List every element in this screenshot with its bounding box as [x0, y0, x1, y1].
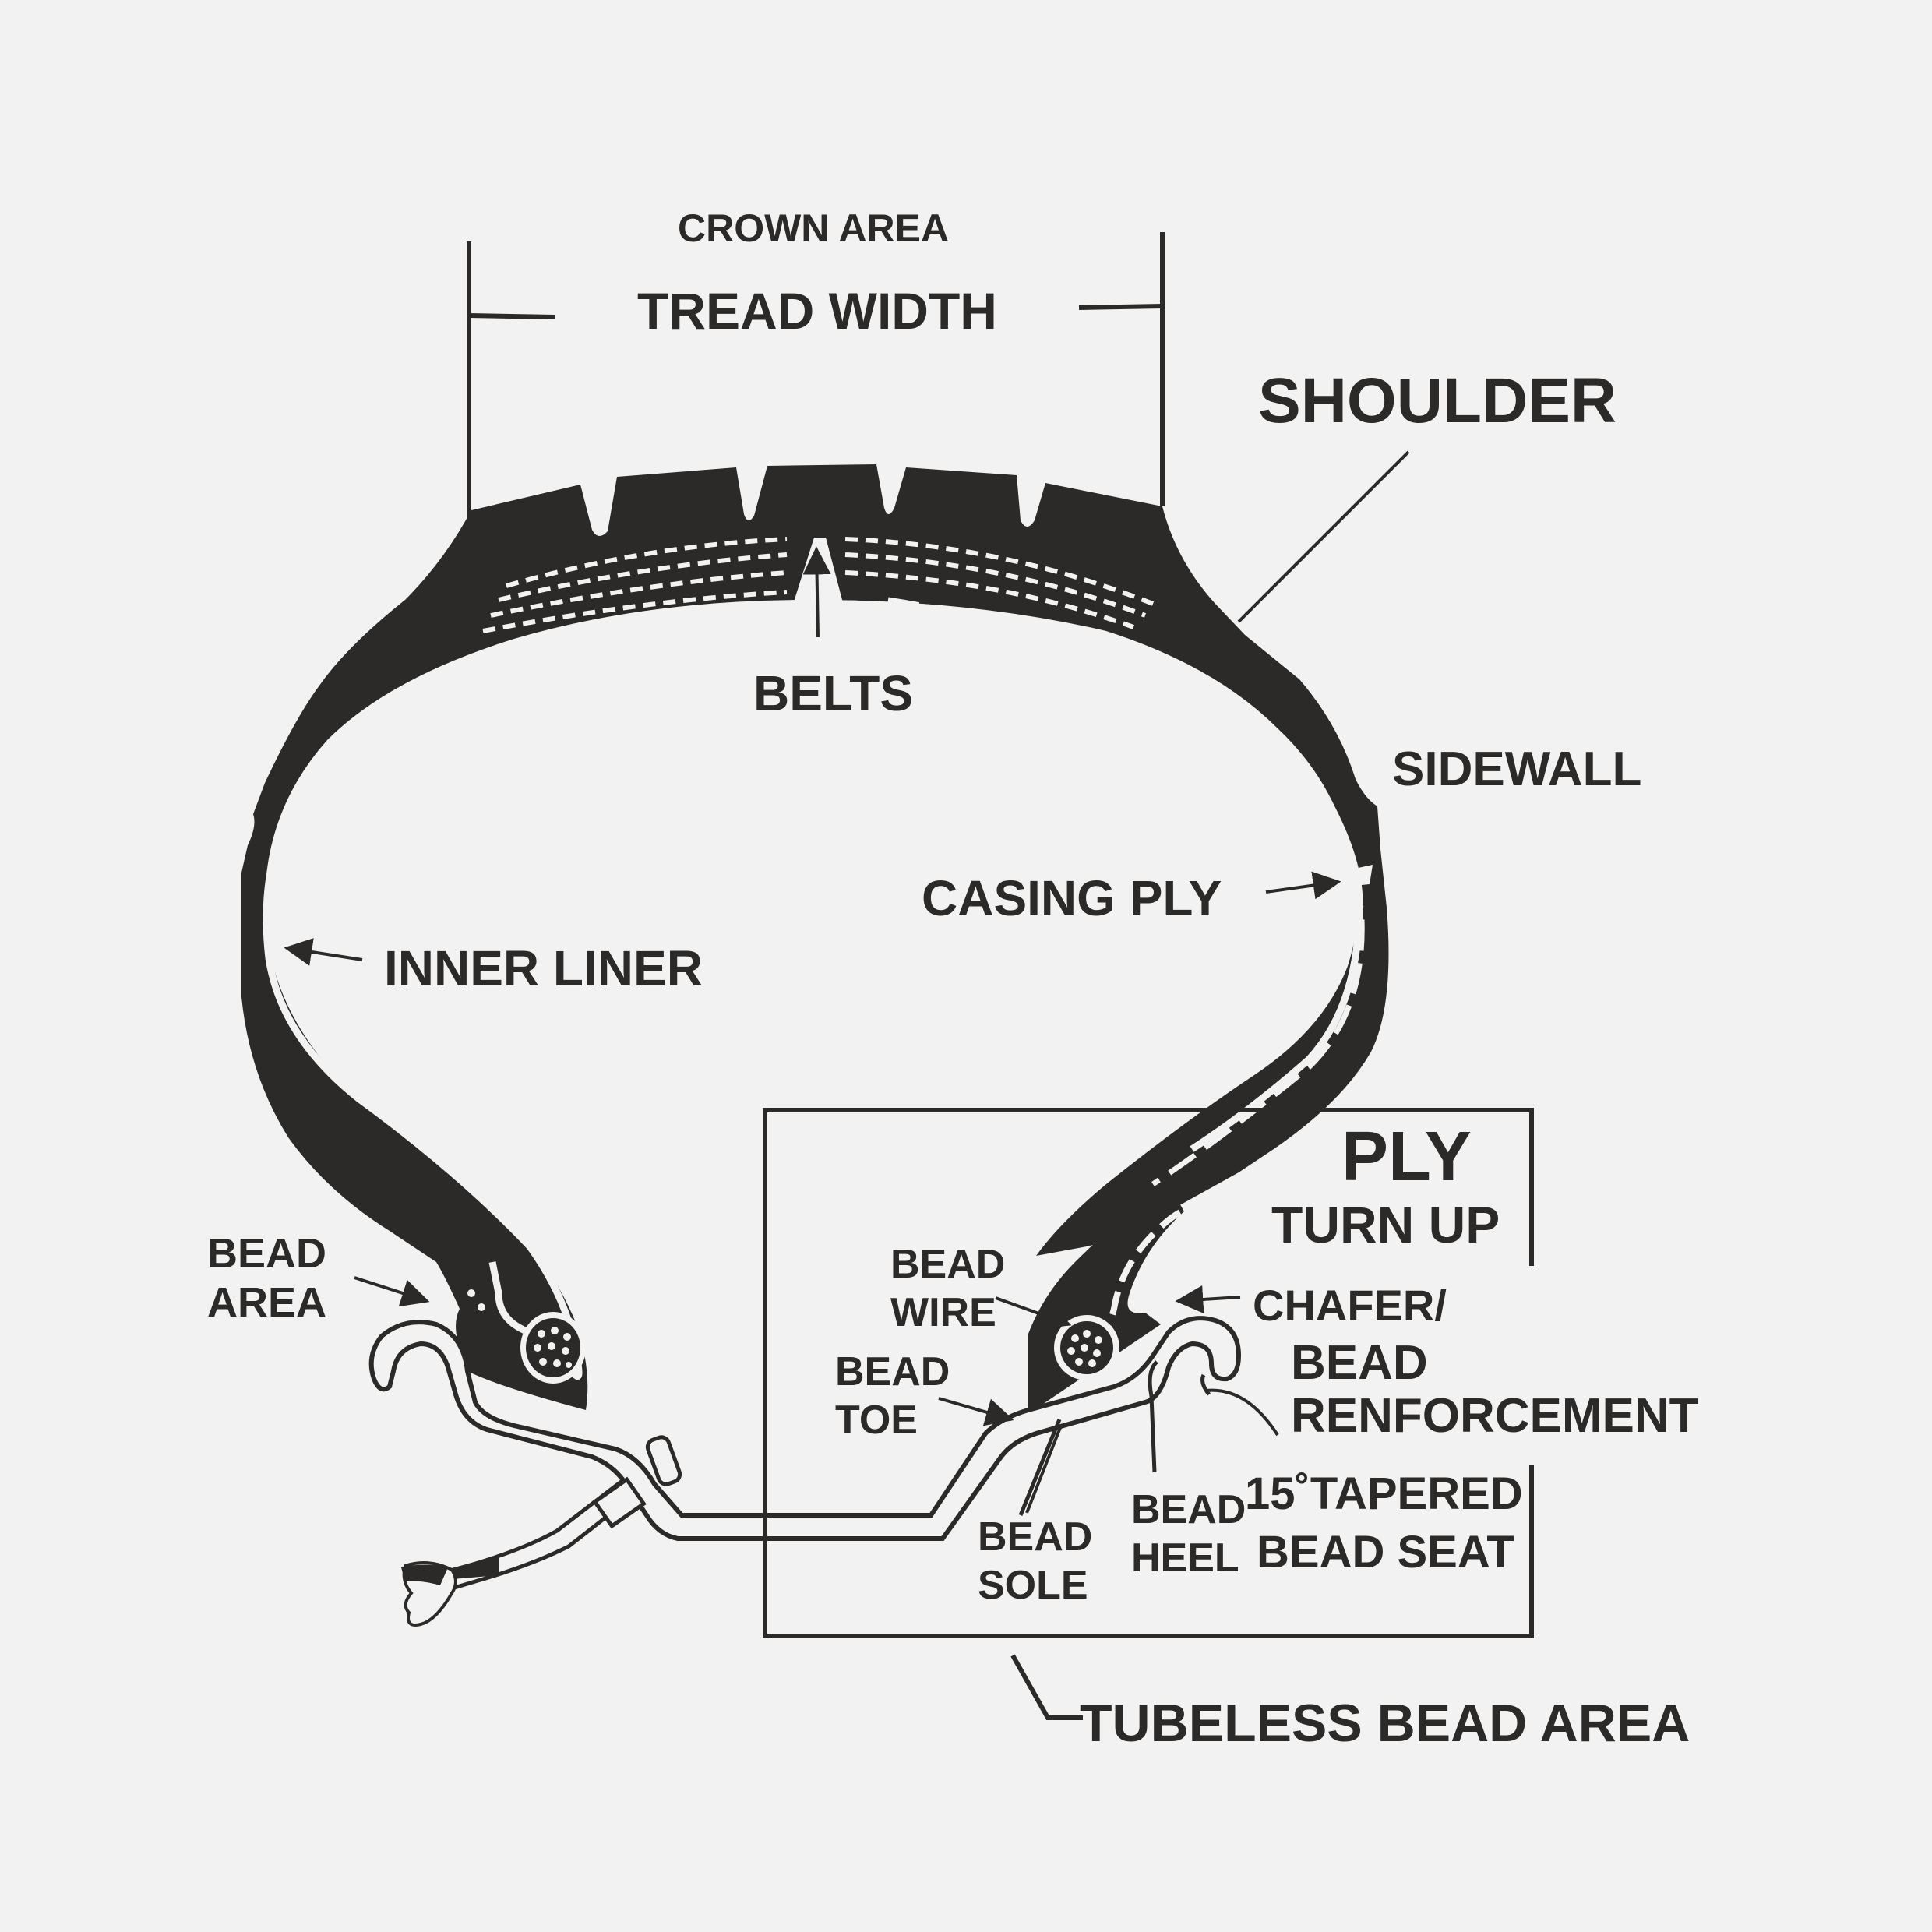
bead-toe-label-line1: BEAD	[835, 1349, 950, 1394]
crown-area-label: CROWN AREA	[678, 206, 949, 250]
bead-sole-label-line1: BEAD	[978, 1514, 1092, 1560]
rim-detail-lines	[1018, 1360, 1211, 1516]
bead-heel-label-line2: HEEL	[1131, 1535, 1239, 1581]
bead-wire-label-line1: BEAD	[890, 1242, 1005, 1287]
bead-wire-right	[1054, 1315, 1119, 1380]
shoulder-label: SHOULDER	[1258, 365, 1616, 436]
tubeless-bead-area-label: TUBELESS BEAD AREA	[1080, 1694, 1690, 1753]
tubeless-bead-area-box	[763, 1108, 1534, 1720]
inner-liner-label: INNER LINER	[384, 940, 703, 996]
casing-ply-marker	[1344, 865, 1373, 887]
tapered-bead-seat-label-line1: 15˚TAPERED	[1245, 1468, 1523, 1519]
tapered-bead-seat-label-line2: BEAD SEAT	[1257, 1527, 1514, 1578]
bead-area-label-line2: AREA	[207, 1279, 326, 1326]
tread-width-dimension	[467, 232, 1165, 518]
bead-toe-label-line2: TOE	[835, 1398, 918, 1443]
turn-up-label: TURN UP	[1271, 1196, 1500, 1253]
sidewall-label: SIDEWALL	[1392, 742, 1641, 796]
bead-wire-label-line2: WIRE	[890, 1290, 996, 1335]
chafer-label-line1: CHAFER/	[1253, 1281, 1447, 1330]
bead-area-label-line1: BEAD	[207, 1230, 326, 1277]
valve-stem	[401, 1435, 682, 1627]
wheel-rim	[368, 1316, 1242, 1541]
bead-wire-left	[467, 1289, 586, 1384]
belts-layers	[482, 537, 1155, 633]
bead-heel-label-line1: BEAD	[1131, 1487, 1246, 1532]
chafer-label-line3: RENFORCEMENT	[1291, 1389, 1699, 1443]
belts-label: BELTS	[753, 665, 913, 721]
bead-sole-label-line2: SOLE	[978, 1563, 1088, 1608]
casing-ply-label: CASING PLY	[922, 870, 1222, 926]
leader-lines	[284, 450, 1410, 1514]
tread-width-label: TREAD WIDTH	[637, 282, 997, 340]
chafer-label-line2: BEAD	[1291, 1336, 1428, 1390]
inner-liner-right	[848, 600, 1363, 1152]
ply-label: PLY	[1341, 1118, 1472, 1196]
